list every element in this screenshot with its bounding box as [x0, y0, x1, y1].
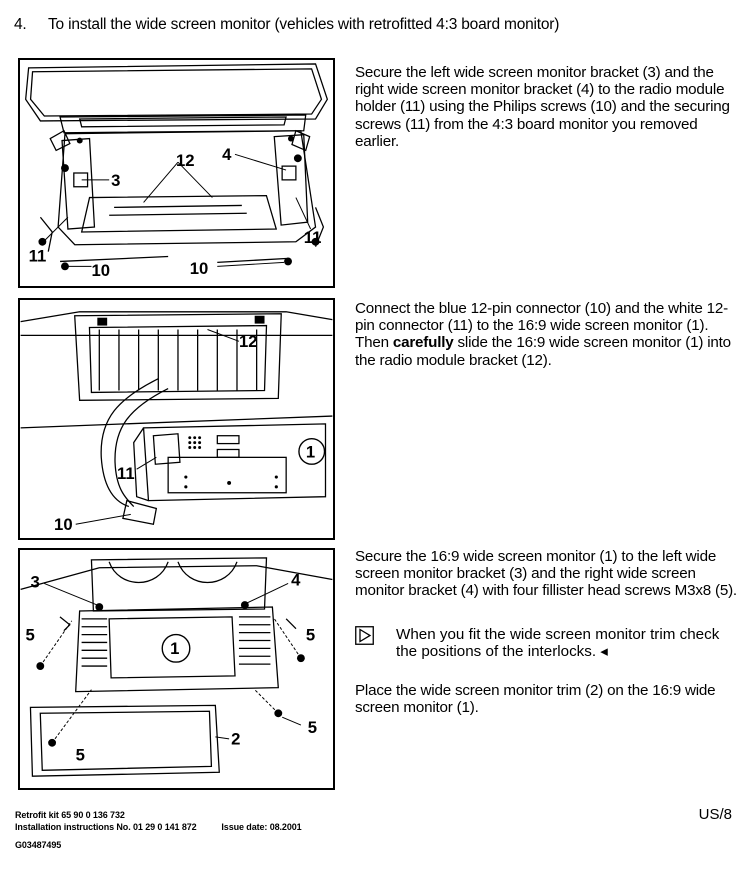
label-module-bracket: 12 — [176, 151, 195, 170]
instruction-text-2b-bold: carefully — [392, 334, 454, 352]
instruction-text-2b: Then carefully slide the 16:9 wide scree… — [355, 334, 740, 368]
label-screw-11-left: 11 — [29, 246, 47, 265]
label-screw-10-right: 10 — [190, 259, 209, 278]
figure-bracket-installation: 3 4 12 11 11 10 10 — [18, 58, 335, 288]
page-number: US/8 — [698, 806, 732, 823]
label-screw-5-bottom-right: 5 — [308, 718, 317, 737]
instruction-text-4: Place the wide screen monitor trim (2) o… — [355, 682, 716, 717]
label-bracket-right: 4 — [222, 145, 232, 164]
instruction-text-3: Secure the 16:9 wide screen monitor (1) … — [355, 548, 737, 600]
label-screw-5-top-right: 5 — [306, 625, 315, 644]
footer-issue-date: Issue date: 08.2001 — [221, 822, 302, 832]
note-block: When you fit the wide screen monitor tri… — [355, 626, 740, 660]
label-screw-5-bottom-left: 5 — [76, 745, 85, 764]
step-number: 4. — [14, 16, 27, 33]
footer-instructions: Installation instructions No. 01 29 0 14… — [15, 822, 302, 832]
instruction-block-2: Connect the blue 12-pin connector (10) a… — [355, 300, 740, 369]
step-heading: 4. To install the wide screen monitor (ve… — [14, 16, 559, 34]
label-radio-bracket: 12 — [239, 332, 258, 351]
label-monitor: 1 — [170, 639, 179, 658]
note-text: When you fit the wide screen monitor tri… — [396, 626, 720, 661]
note-triangle-icon — [355, 626, 374, 645]
footer-kit: Retrofit kit 65 90 0 136 732 — [15, 810, 125, 820]
label-monitor: 1 — [306, 442, 315, 461]
label-white-connector: 11 — [117, 464, 135, 483]
label-blue-connector: 10 — [54, 515, 73, 534]
label-screw-11-right: 11 — [304, 228, 322, 247]
label-screw-5-top-left: 5 — [26, 625, 35, 644]
footer-code: G03487495 — [15, 840, 62, 850]
instruction-block-4: Place the wide screen monitor trim (2) o… — [355, 682, 740, 716]
figure-monitor-mounting: 3 4 5 5 5 5 1 2 — [18, 548, 335, 790]
instruction-text-2b-post: slide the 16:9 wide screen monitor (1) i… — [355, 334, 731, 369]
figure-connector: 12 11 10 1 — [18, 298, 335, 540]
label-bracket-left: 3 — [111, 171, 120, 190]
connector-illustration: 12 11 10 1 — [20, 311, 333, 534]
bracket-illustration: 3 4 12 11 11 10 10 — [25, 63, 329, 280]
instruction-text-2b-pre: Then — [355, 334, 393, 352]
label-trim: 2 — [231, 730, 240, 749]
label-bracket-right: 4 — [291, 570, 301, 589]
instruction-text-2a: Connect the blue 12-pin connector (10) a… — [355, 300, 728, 335]
label-bracket-left: 3 — [30, 572, 39, 591]
instruction-block-1: Secure the left wide screen monitor brac… — [355, 64, 740, 150]
step-title: To install the wide screen monitor (vehi… — [48, 16, 560, 33]
mounting-illustration: 3 4 5 5 5 5 1 2 — [20, 557, 333, 777]
instruction-text-1: Secure the left wide screen monitor brac… — [355, 64, 730, 150]
instruction-block-3: Secure the 16:9 wide screen monitor (1) … — [355, 548, 740, 600]
label-screw-10-left: 10 — [92, 261, 111, 280]
footer-instructions-number: Installation instructions No. 01 29 0 14… — [15, 822, 197, 832]
